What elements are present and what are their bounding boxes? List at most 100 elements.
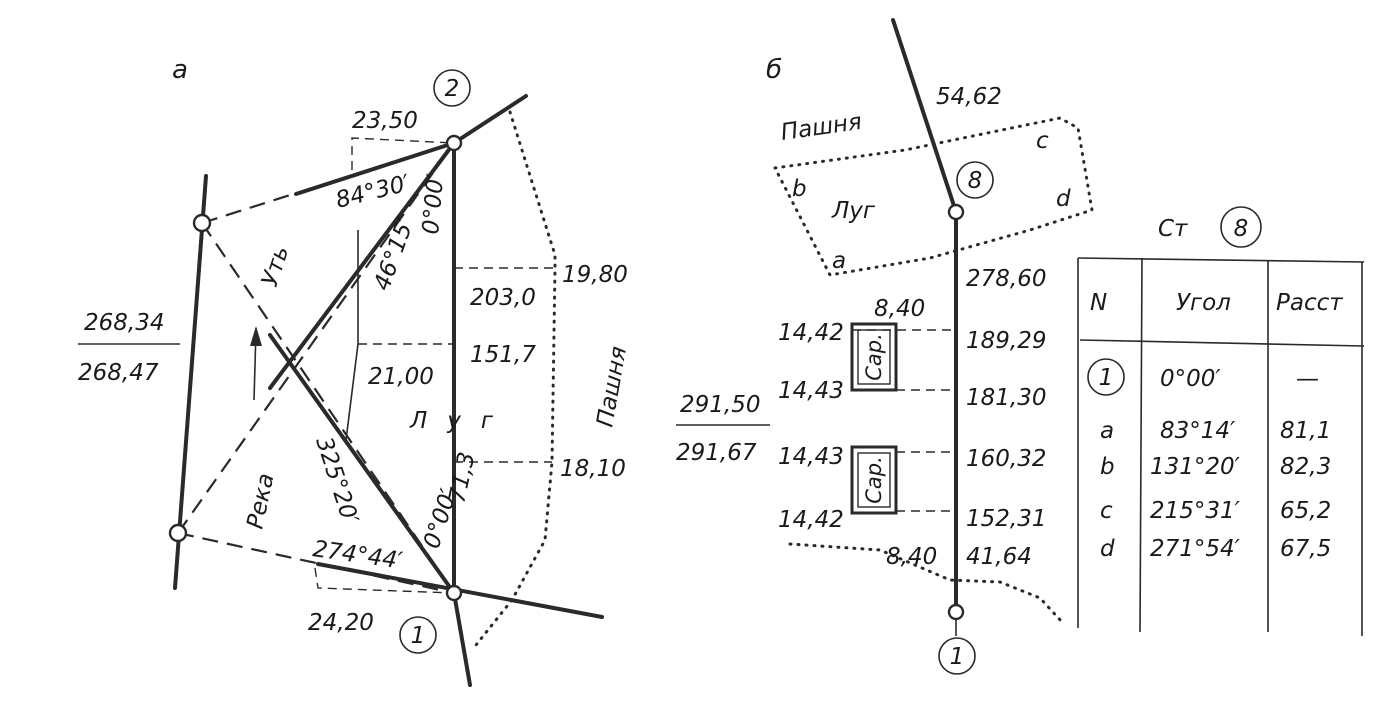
left-top-point	[192, 213, 212, 233]
point-c-label: c	[1036, 128, 1049, 154]
angle-325-label: 325°20′	[310, 434, 363, 528]
angle-0-bottom-label: 0°00′	[419, 485, 463, 551]
table-header-rule	[1079, 339, 1365, 347]
offset-top-label: 23,50	[352, 108, 418, 134]
station-1-ring	[399, 616, 437, 654]
road-label: Уть	[257, 243, 294, 290]
point-a-label: a	[832, 248, 846, 274]
offset-1443-b-label: 14,43	[778, 444, 844, 470]
station-8-point	[947, 203, 965, 221]
barn-1-label: Сар.	[862, 333, 886, 381]
dashed-bottom	[177, 531, 455, 595]
table-col-rule-1	[1139, 257, 1143, 633]
line-length-top-a: 268,34	[84, 310, 164, 336]
row-n: 1	[1099, 365, 1114, 391]
angle-46-label: 46°15′	[369, 214, 419, 294]
offset-2100-label: 21,00	[368, 364, 434, 390]
chain-4164-label: 41,64	[966, 544, 1032, 570]
panel-a-label: а	[172, 55, 188, 85]
meadow-boundary-dotted	[773, 116, 1094, 277]
offset-1442-b-label: 14,42	[778, 507, 844, 533]
point-b-label: b	[792, 176, 807, 202]
offset-top-dash	[351, 137, 455, 170]
field-label-b: Пашня	[779, 109, 863, 146]
panel-b: б Сар. Сар. 8 1 54,62 Пашня c b Луг d a	[676, 18, 1094, 675]
chain-18130-label: 181,30	[966, 385, 1046, 411]
left-bottom-point	[168, 523, 188, 543]
offset-1443-a-label: 14,43	[778, 378, 844, 404]
barn-2-label: Сар.	[862, 456, 886, 504]
angle-274-label: 274°44′	[311, 536, 404, 574]
diagonal-1-a	[268, 333, 456, 595]
station-1-label: 1	[411, 623, 426, 649]
chain-18929-label: 189,29	[966, 328, 1046, 354]
station-table: Ст 8 N Угол Расст 1 0°00′ — a 83°14′ 81,…	[1077, 206, 1365, 636]
angle-0-top-label: 0°00′	[418, 172, 449, 235]
diagonal-2-a	[268, 141, 456, 390]
row-n: d	[1100, 536, 1115, 562]
meadow-label-a: Луг	[409, 408, 513, 434]
station-2-point	[445, 134, 463, 152]
chain-16032-label: 160,32	[966, 446, 1046, 472]
row-1-ring	[1087, 358, 1125, 396]
offset-1442-a-label: 14,42	[778, 320, 844, 346]
panel-a: а	[78, 55, 632, 687]
row-dist: 67,5	[1280, 536, 1331, 562]
offset-1810-label: 18,10	[560, 456, 626, 482]
station-2-ring	[433, 69, 471, 107]
barn-2-inner	[857, 452, 891, 508]
row-dist: —	[1296, 366, 1319, 392]
chain-15231-label: 152,31	[966, 506, 1046, 532]
barn-1-outer	[850, 322, 898, 392]
offset-840-top-label: 8,40	[874, 296, 925, 322]
row-n: c	[1100, 498, 1113, 524]
table-caption-station: 8	[1234, 216, 1249, 242]
line-length-bottom-a: 268,47	[78, 360, 159, 386]
table-caption-prefix: Ст	[1158, 216, 1188, 242]
station-1-point	[445, 584, 463, 602]
arrow-up-icon	[250, 326, 262, 346]
offset-1980-label: 19,80	[562, 262, 628, 288]
river-label: Река	[242, 471, 279, 531]
line-from-2-right	[452, 94, 528, 145]
station-1-point-b	[947, 603, 965, 621]
offset-bottom-label: 24,20	[308, 610, 374, 636]
row-angle: 271°54′	[1150, 536, 1241, 562]
row-angle: 215°31′	[1150, 498, 1241, 524]
length-5462-label: 54,62	[936, 84, 1002, 110]
station-1-ring-b	[938, 637, 976, 675]
station-1-label-b: 1	[950, 644, 965, 670]
chain-27860-label: 278,60	[966, 266, 1046, 292]
chain-151-label: 151,7	[470, 342, 536, 368]
panel-b-label: б	[766, 55, 782, 85]
left-traverse-line	[173, 174, 208, 590]
table-station-ring	[1220, 206, 1262, 248]
row-dist: 81,1	[1280, 418, 1331, 444]
station-2-label: 2	[445, 76, 460, 102]
table-top-rule	[1077, 257, 1365, 263]
chain-203-label: 203,0	[470, 285, 536, 311]
meadow-label-b: Луг	[831, 198, 876, 224]
offset-bottom-dash	[314, 567, 455, 594]
barn-2-outer	[850, 445, 898, 515]
field-boundary-dotted	[470, 110, 557, 652]
table-row: c 215°31′ 65,2	[1100, 498, 1331, 524]
row-n: b	[1100, 454, 1115, 480]
traverse-line-top	[891, 18, 958, 214]
row-angle: 131°20′	[1150, 454, 1241, 480]
dashed-diag-2	[177, 142, 455, 534]
row-angle: 0°00′	[1160, 366, 1221, 392]
line-below-1	[452, 591, 472, 687]
station-8-ring	[956, 161, 994, 199]
dashed-top	[201, 141, 455, 225]
table-row: d 271°54′ 67,5	[1100, 536, 1331, 562]
table-header-dist: Расст	[1276, 290, 1343, 316]
thin-river-mark	[345, 343, 359, 441]
table-row: b 131°20′ 82,3	[1100, 454, 1331, 480]
table-row: 1 0°00′ —	[1087, 358, 1319, 396]
field-label-a: Пашня	[592, 344, 632, 429]
table-header-angle: Угол	[1176, 290, 1231, 316]
row-angle: 83°14′	[1160, 418, 1236, 444]
row-dist: 65,2	[1280, 498, 1331, 524]
